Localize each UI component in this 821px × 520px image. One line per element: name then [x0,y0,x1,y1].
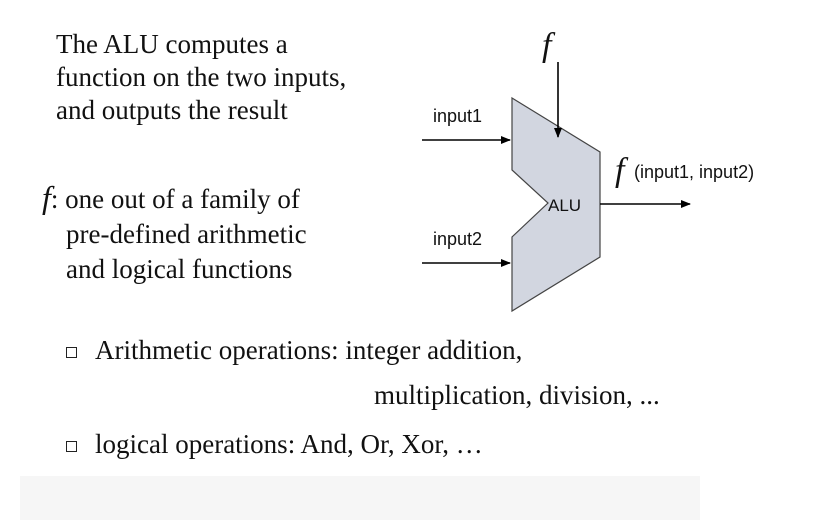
bullet-list: Arithmetic operations: integer addition, [66,332,522,368]
input2-label: input2 [433,229,482,249]
f-definition-line-2: pre-defined arithmetic [66,219,307,249]
f-definition-text-1: : one out of a family of [50,184,300,214]
alu-label: ALU [548,196,581,215]
intro-line-1: The ALU computes a [56,29,288,59]
intro-line-3: and outputs the result [56,95,288,125]
bullet-item-logical-wrap: logical operations: And, Or, Xor, … [66,426,483,462]
intro-paragraph: The ALU computes a function on the two i… [56,28,346,127]
bullet-item-arithmetic: Arithmetic operations: integer addition, [66,332,522,368]
bullet-arithmetic-text: Arithmetic operations: integer addition, [95,334,523,365]
f-control-label: f [542,27,556,64]
f-definition: f: one out of a family of pre-defined ar… [42,180,307,287]
output-f-label: f [615,152,629,189]
f-definition-line-3: and logical functions [66,254,293,284]
bullet-logical-text: logical operations: And, Or, Xor, … [95,428,483,459]
alu-block [511,96,601,313]
input1-label: input1 [433,106,482,126]
f-definition-line-1: f: one out of a family of [42,180,307,217]
intro-line-2: function on the two inputs, [56,62,347,92]
output-args-label: (input1, input2) [634,162,754,182]
f-symbol: f [42,179,51,215]
bullet-arithmetic-continuation: multiplication, division, ... [374,380,660,410]
bullet-square-icon [66,346,77,358]
bottom-strip [20,476,700,520]
bullet-item-logical: logical operations: And, Or, Xor, … [66,426,483,462]
bullet-square-icon [66,440,77,452]
